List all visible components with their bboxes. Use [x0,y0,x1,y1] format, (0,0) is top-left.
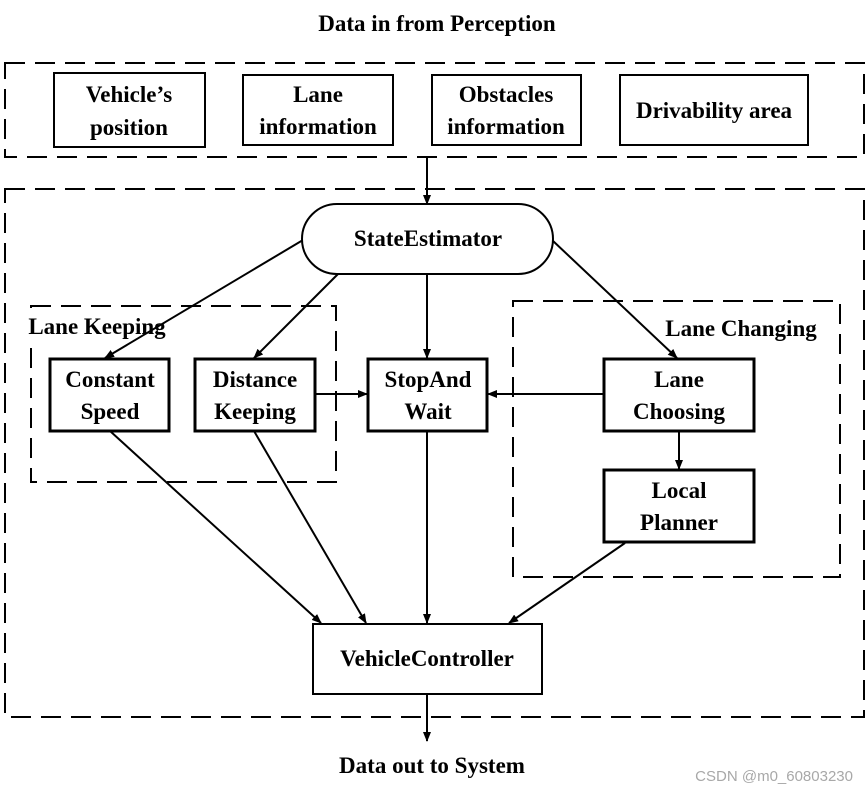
local-planner-node: Local Planner [602,468,756,544]
title-top: Data in from Perception [318,11,556,36]
lane-keeping-label: Lane Keeping [28,314,166,339]
constant-speed-node: Constant Speed [48,357,171,433]
lane-changing-group-border [512,300,841,578]
lane-information-box: Lane information [242,74,394,146]
perception-group-border [4,62,865,158]
state-estimator-node: StateEstimator [301,203,554,275]
vehicle-controller-label: VehicleController [340,646,514,671]
local-planner-line1: Local [652,478,707,503]
lane-choosing-line2: Choosing [633,399,726,424]
title-bottom: Data out to System [339,753,525,778]
arrow-estimator-to-distance-keeping [253,273,339,359]
lane-information-line2: information [259,114,377,139]
arrow-local-planner-to-controller [508,542,626,624]
drivability-area-label: Drivability area [636,98,793,123]
arrow-estimator-to-lane-choosing [551,239,678,359]
watermark: CSDN @m0_60803230 [695,768,853,785]
lane-changing-label: Lane Changing [665,316,817,341]
lane-information-line1: Lane [293,82,343,107]
vehicle-position-line2: position [90,115,168,140]
arrow-distance-keeping-to-controller [253,430,367,624]
system-group-border [4,188,865,718]
distance-keeping-node: Distance Keeping [193,357,317,433]
connections [104,157,683,742]
obstacles-information-box: Obstacles information [431,74,582,146]
obstacles-information-line1: Obstacles [459,82,554,107]
lane-keeping-label-bg [16,311,178,341]
vehicle-controller-node: VehicleController [312,623,543,695]
arrow-constant-speed-to-controller [109,430,322,624]
lane-choosing-line1: Lane [654,367,704,392]
vehicle-position-box: Vehicle’s position [53,72,206,148]
local-planner-line2: Planner [640,510,718,535]
distance-keeping-line2: Keeping [214,399,296,424]
obstacles-information-line2: information [447,114,565,139]
arrow-estimator-to-constant-speed [104,239,304,359]
stop-and-wait-line1: StopAnd [385,367,472,392]
state-estimator-label: StateEstimator [354,226,502,251]
stop-and-wait-line2: Wait [404,399,452,424]
lane-changing-label-bg [652,314,830,344]
constant-speed-line1: Constant [65,367,155,392]
distance-keeping-line1: Distance [213,367,297,392]
stop-and-wait-node: StopAnd Wait [366,357,489,433]
vehicle-position-line1: Vehicle’s [86,82,173,107]
drivability-area-box: Drivability area [619,74,809,146]
constant-speed-line2: Speed [81,399,140,424]
lane-choosing-node: Lane Choosing [602,357,756,433]
